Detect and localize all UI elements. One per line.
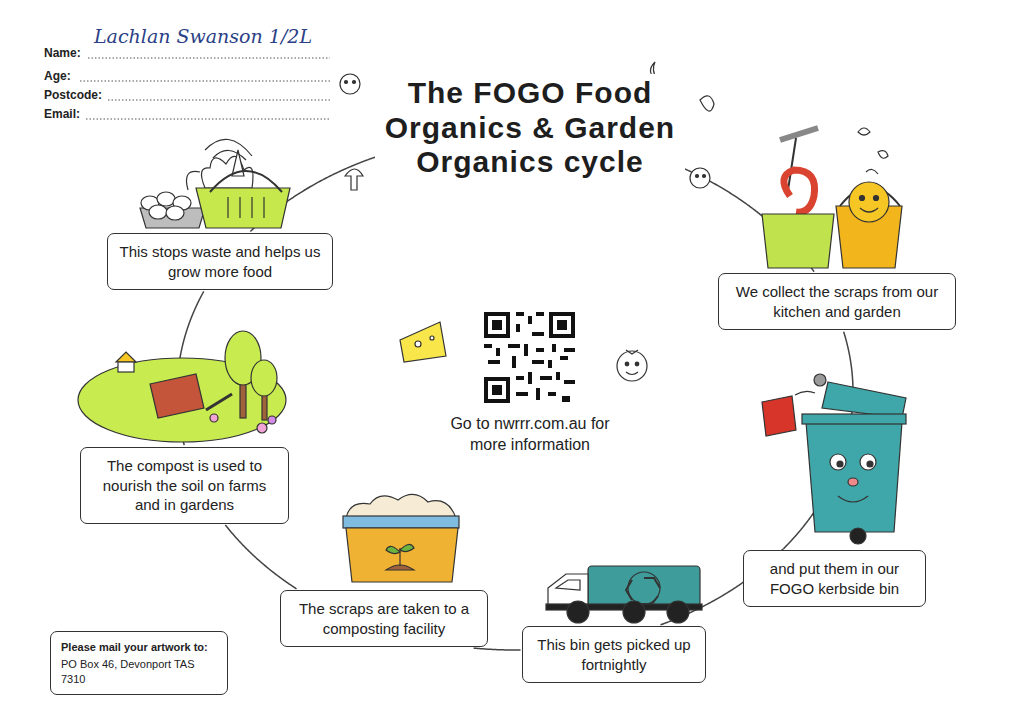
garbage-truck (546, 566, 702, 623)
form-label: Email: (44, 107, 124, 123)
address-text: Please mail your artwork to: (61, 640, 217, 654)
handwritten-name: Lachlan Swanson 1/2L (94, 24, 334, 49)
form-label: Postcode: (44, 88, 124, 104)
qr-code (482, 310, 577, 405)
form-label: Age: (44, 69, 124, 85)
basket-picture (140, 139, 290, 228)
step-box: and put them in our FOGO kerbside bin (743, 550, 926, 607)
form-label-wrap: Postcode: (44, 88, 124, 104)
step-box: We collect the scraps from our kitchen a… (718, 273, 956, 330)
cycle-ring-segment (474, 648, 521, 650)
handwritten-name-wrap: Lachlan Swanson 1/2L (94, 24, 334, 49)
form-label-wrap: Name: (44, 46, 124, 62)
farm-field (78, 331, 286, 442)
step-box: This bin gets picked up fortnightly (522, 626, 706, 683)
form-label-wrap: Email: (44, 107, 124, 123)
cycle-ring-segment (225, 525, 296, 589)
step-text: We collect the scraps from our kitchen a… (729, 282, 945, 321)
website-note: Go to nwrrr.com.au for more information (440, 414, 620, 456)
step-text: This bin gets picked up fortnightly (533, 635, 695, 674)
step-box: This stops waste and helps us grow more … (107, 233, 333, 290)
form-label-wrap: Age: (44, 69, 124, 85)
compost-bag (343, 494, 459, 582)
step-text: This stops waste and helps us grow more … (118, 242, 322, 281)
step-box: The scraps are taken to a composting fac… (280, 590, 488, 647)
step-text: The scraps are taken to a composting fac… (291, 599, 477, 638)
step-text: The compost is used to nourish the soil … (91, 456, 278, 515)
form-label: Name: (44, 46, 124, 62)
title: The FOGO Food Organics & Garden Organics… (375, 74, 685, 182)
scrap-buckets (690, 128, 902, 268)
wheelie-bin (762, 374, 906, 544)
address-box: Please mail your artwork to: PO Box 46, D… (50, 631, 228, 695)
step-box: The compost is used to nourish the soil … (80, 447, 289, 524)
form-lines (80, 58, 330, 119)
address-text: PO Box 46, Devonport TAS 7310 (61, 657, 217, 686)
title-block: The FOGO Food Organics & Garden Organics… (375, 74, 685, 182)
step-text: and put them in our FOGO kerbside bin (754, 559, 915, 598)
website-note-wrap: Go to nwrrr.com.au for more information (440, 414, 620, 456)
doodle-icons (340, 62, 714, 190)
